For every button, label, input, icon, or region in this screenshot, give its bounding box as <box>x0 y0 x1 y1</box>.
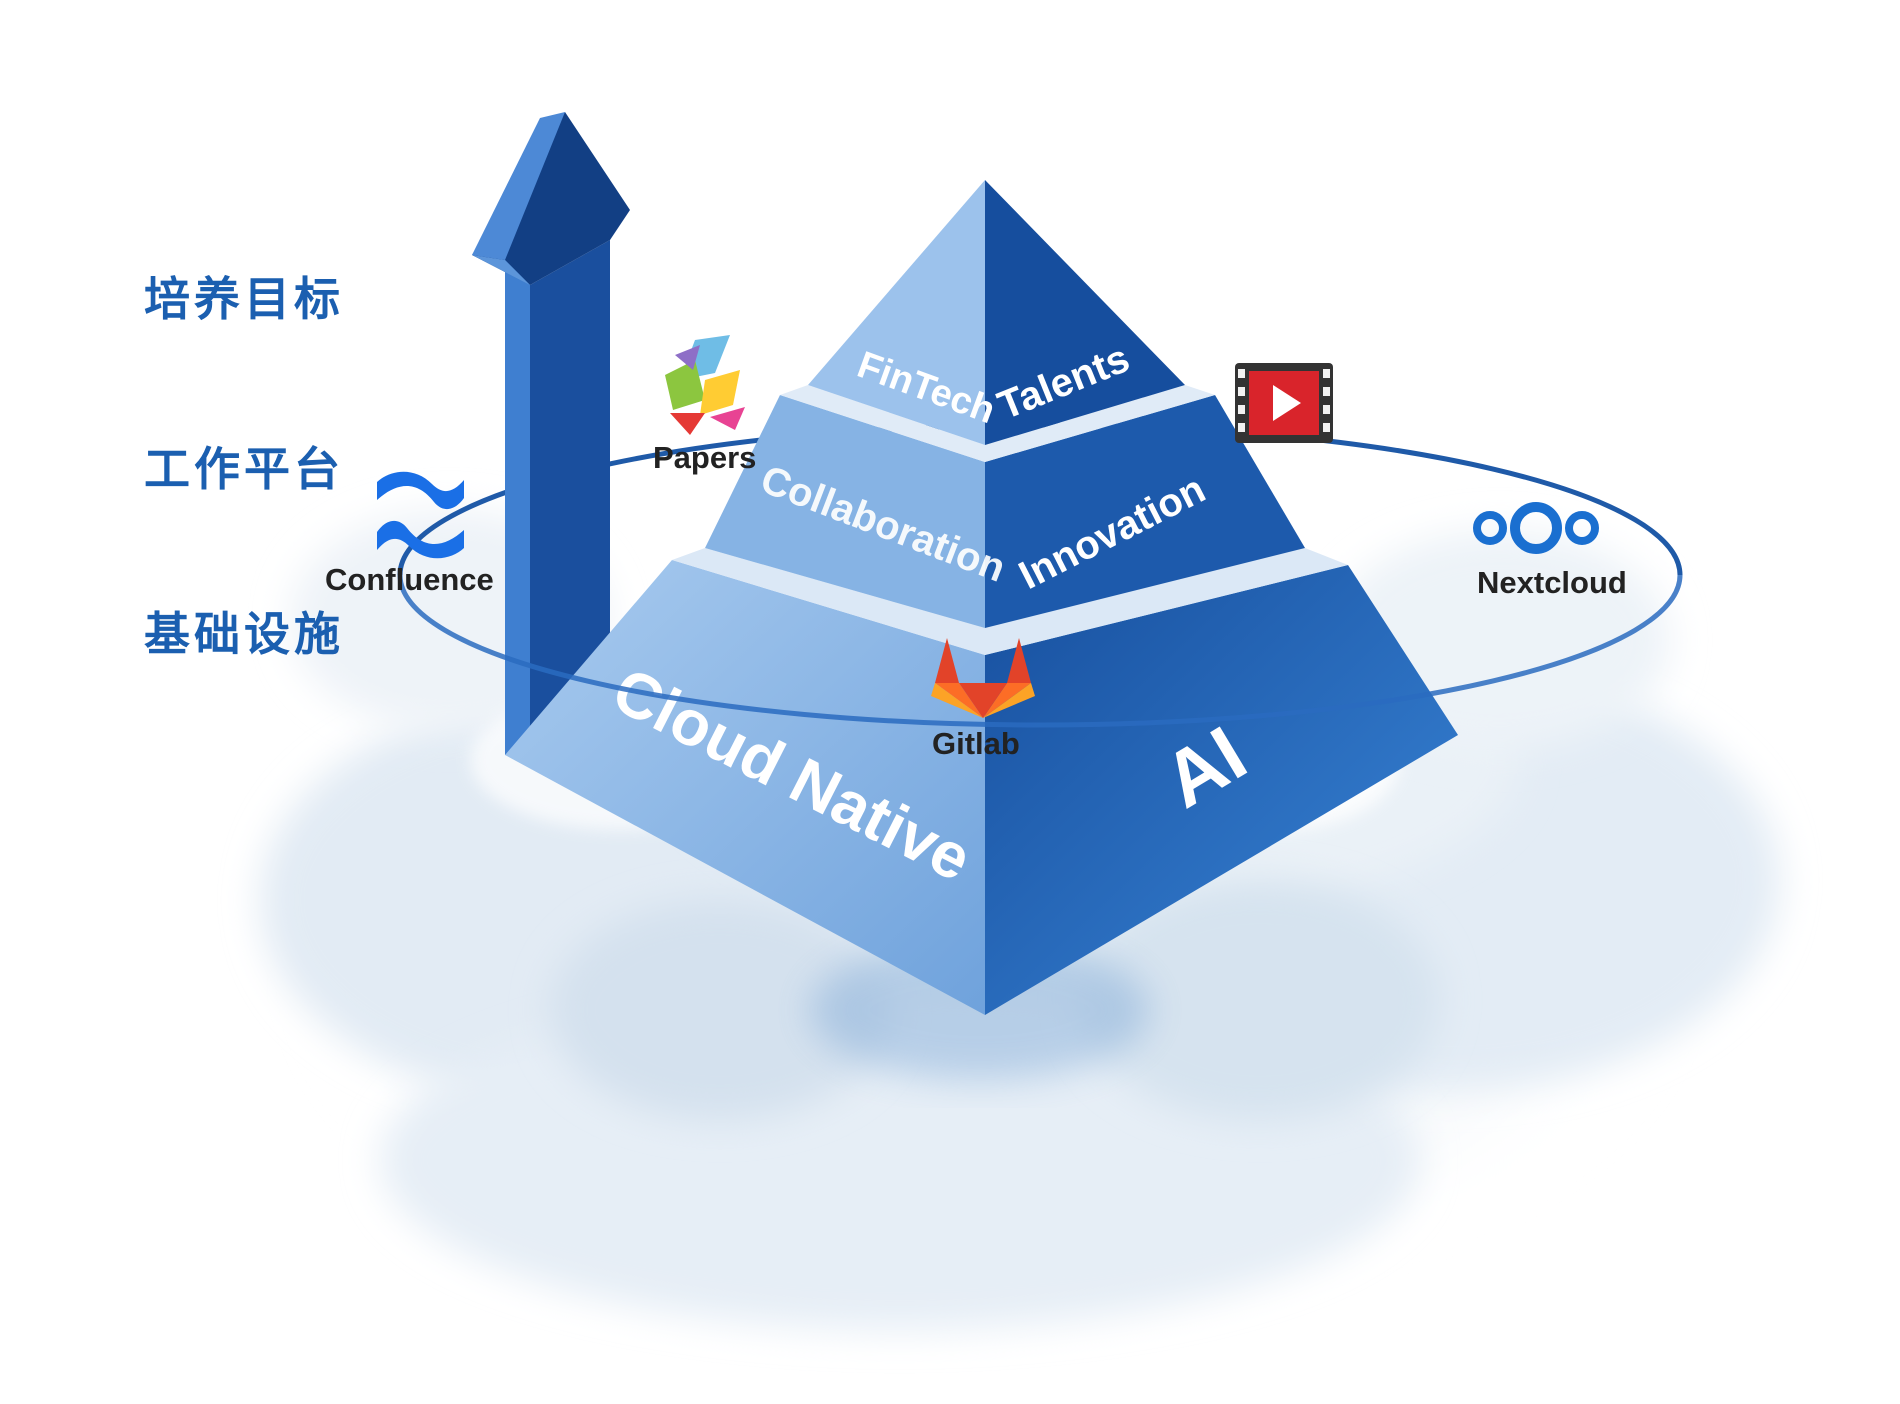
confluence-icon <box>377 471 464 559</box>
growth-arrow <box>472 112 630 755</box>
pyramid-middle-layer <box>705 385 1305 628</box>
confluence-label: Confluence <box>325 562 494 597</box>
papers-icon <box>665 335 745 435</box>
gitlab-label: Gitlab <box>932 726 1020 761</box>
pyramid-top-layer <box>808 180 1185 445</box>
orbit-ring-front <box>397 574 1683 728</box>
papers-label: Papers <box>653 440 756 475</box>
nextcloud-label: Nextcloud <box>1477 565 1627 600</box>
label-work-platform: 工作平台 <box>144 442 344 496</box>
video-play-icon <box>1235 363 1333 443</box>
gitlab-icon <box>931 638 1035 718</box>
pyramid-base-layer <box>505 548 1458 1015</box>
label-infrastructure: 基础设施 <box>144 607 344 661</box>
nextcloud-icon <box>1473 502 1599 554</box>
label-training-goal: 培养目标 <box>144 272 344 326</box>
